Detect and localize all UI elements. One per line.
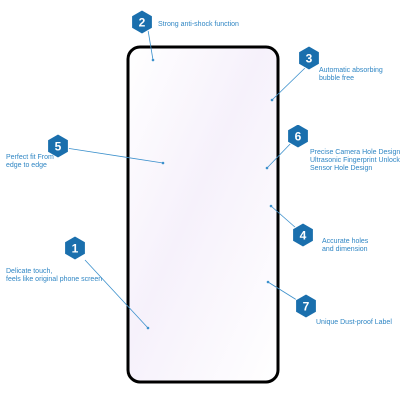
leader-3 [271,67,306,101]
leader-dot-2 [151,58,155,62]
leader-dot-5 [161,161,165,165]
leader-6 [266,139,295,169]
leader-dot-7 [266,280,270,284]
badge-4: 4 [292,222,314,248]
badge-2-hexagon [131,9,153,35]
leader-dot-1 [146,326,150,330]
badge-1-hexagon [64,235,86,261]
callout-3-line-1: Automatic absorbing [319,67,383,74]
leader-dot-3 [270,98,274,102]
callout-6: Precise Camera Hole Design Ultrasonic Fi… [310,149,400,173]
screen-protector [126,44,280,384]
callout-5-line-2: edge to edge [6,162,47,169]
badge-7-number: 7 [303,300,310,314]
callout-6-line-2: Ultrasonic Fingerprint Unlock [310,157,400,164]
callout-2: Strong anti-shock function [158,21,239,29]
badge-3-hexagon [298,45,320,71]
badge-7-hexagon [295,293,317,319]
badge-5: 5 [47,133,69,159]
badge-3-number: 3 [306,52,313,66]
callout-5-line-1: Perfect fit From [6,154,54,161]
callout-1-line-2: feels like original phone screen [6,276,103,283]
leader-2 [147,29,154,61]
callout-4: Accurate holes and dimension [322,238,368,254]
callout-4-line-2: and dimension [322,246,368,253]
badge-2-number: 2 [139,16,146,30]
badge-5-hexagon [47,133,69,159]
badge-6: 6 [287,123,309,149]
leader-4 [270,205,297,229]
badge-1: 1 [64,235,86,261]
leader-dot-4 [269,204,273,208]
badge-5-number: 5 [55,140,62,154]
protector-glass [126,45,280,384]
callout-4-line-1: Accurate holes [322,238,369,245]
leader-7 [267,281,301,303]
badge-1-number: 1 [72,242,79,256]
callout-1: Delicate touch, feels like original phon… [6,268,102,284]
badge-6-hexagon [287,123,309,149]
badge-2: 2 [131,9,153,35]
callout-2-line-1: Strong anti-shock function [158,21,239,28]
callout-6-line-1: Precise Camera Hole Design [310,149,400,156]
badge-3: 3 [298,45,320,71]
leader-5 [65,147,164,164]
callout-5: Perfect fit From edge to edge [6,154,54,170]
badge-4-hexagon [292,222,314,248]
callout-1-line-1: Delicate touch, [6,268,53,275]
callout-7-line-1: Unique Dust-proof Label [316,319,392,326]
leader-dot-6 [265,166,269,170]
badge-6-number: 6 [295,130,302,144]
leader-1 [84,259,149,329]
badge-4-number: 4 [300,229,307,243]
callout-3: Automatic absorbing bubble free [319,67,383,83]
callout-7: Unique Dust-proof Label [316,319,392,327]
callout-3-line-2: bubble free [319,75,355,82]
leader-lines [65,29,306,330]
badge-7: 7 [295,293,317,319]
callout-6-line-3: Sensor Hole Design [310,165,373,172]
